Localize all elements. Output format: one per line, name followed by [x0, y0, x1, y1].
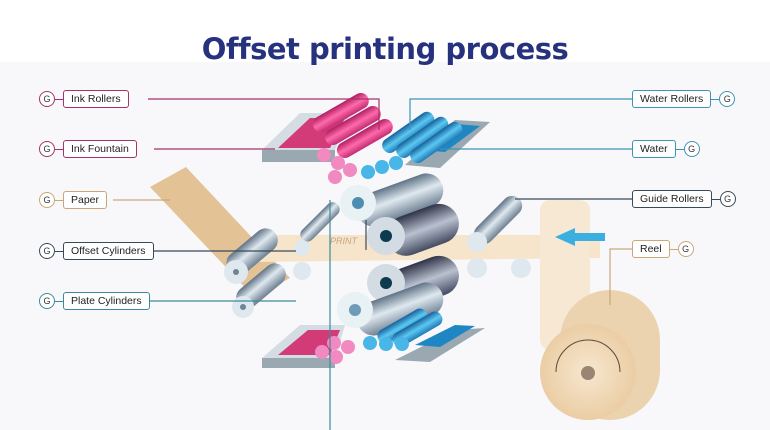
label-text: Plate Cylinders: [63, 292, 150, 310]
reel: [540, 290, 660, 420]
g-badge-icon[interactable]: G: [683, 141, 700, 157]
connector: [675, 148, 684, 150]
g-badge-icon[interactable]: G: [719, 91, 736, 107]
water-rollers-bottom: [363, 308, 485, 362]
connector: [55, 250, 63, 252]
g-badge-icon[interactable]: G: [719, 191, 736, 207]
g-badge-icon[interactable]: G: [39, 91, 55, 107]
connector: [55, 98, 63, 100]
label-text: Water: [632, 140, 676, 158]
cylinders: [337, 173, 459, 336]
label-paper[interactable]: G Paper: [39, 191, 108, 209]
label-text: Water Rollers: [632, 90, 712, 108]
label-text: Reel: [632, 240, 670, 258]
label-plate-cylinders[interactable]: G Plate Cylinders: [39, 292, 150, 310]
g-badge-icon[interactable]: G: [39, 243, 55, 259]
label-reel[interactable]: Reel G: [632, 240, 694, 258]
feed-direction-arrow-icon: [555, 228, 605, 246]
label-ink-fountain[interactable]: G Ink Fountain: [39, 140, 137, 158]
connector: [55, 199, 63, 201]
connector: [669, 248, 678, 250]
label-text: Paper: [63, 191, 108, 209]
label-ink-rollers[interactable]: G Ink Rollers: [39, 90, 129, 108]
water-rollers-top: [361, 111, 490, 179]
svg-text:PRINT: PRINT: [330, 236, 359, 246]
label-guide-rollers[interactable]: Guide Rollers G: [632, 190, 736, 208]
g-badge-icon[interactable]: G: [39, 192, 55, 208]
label-text: Ink Rollers: [63, 90, 129, 108]
connector: [55, 300, 63, 302]
connector: [711, 198, 720, 200]
ink-fountain-bottom: [262, 325, 355, 368]
page-title: Offset printing process: [201, 32, 569, 66]
label-offset-cylinders[interactable]: G Offset Cylinders: [39, 242, 154, 260]
label-text: Guide Rollers: [632, 190, 712, 208]
connector: [55, 148, 63, 150]
guide-rollers-right: [467, 195, 531, 278]
g-badge-icon[interactable]: G: [677, 241, 694, 257]
label-water[interactable]: Water G: [632, 140, 700, 158]
label-water-rollers[interactable]: Water Rollers G: [632, 90, 736, 108]
g-badge-icon[interactable]: G: [39, 141, 55, 157]
label-text: Offset Cylinders: [63, 242, 154, 260]
connector: [711, 98, 720, 100]
g-badge-icon[interactable]: G: [39, 293, 55, 309]
label-text: Ink Fountain: [63, 140, 137, 158]
